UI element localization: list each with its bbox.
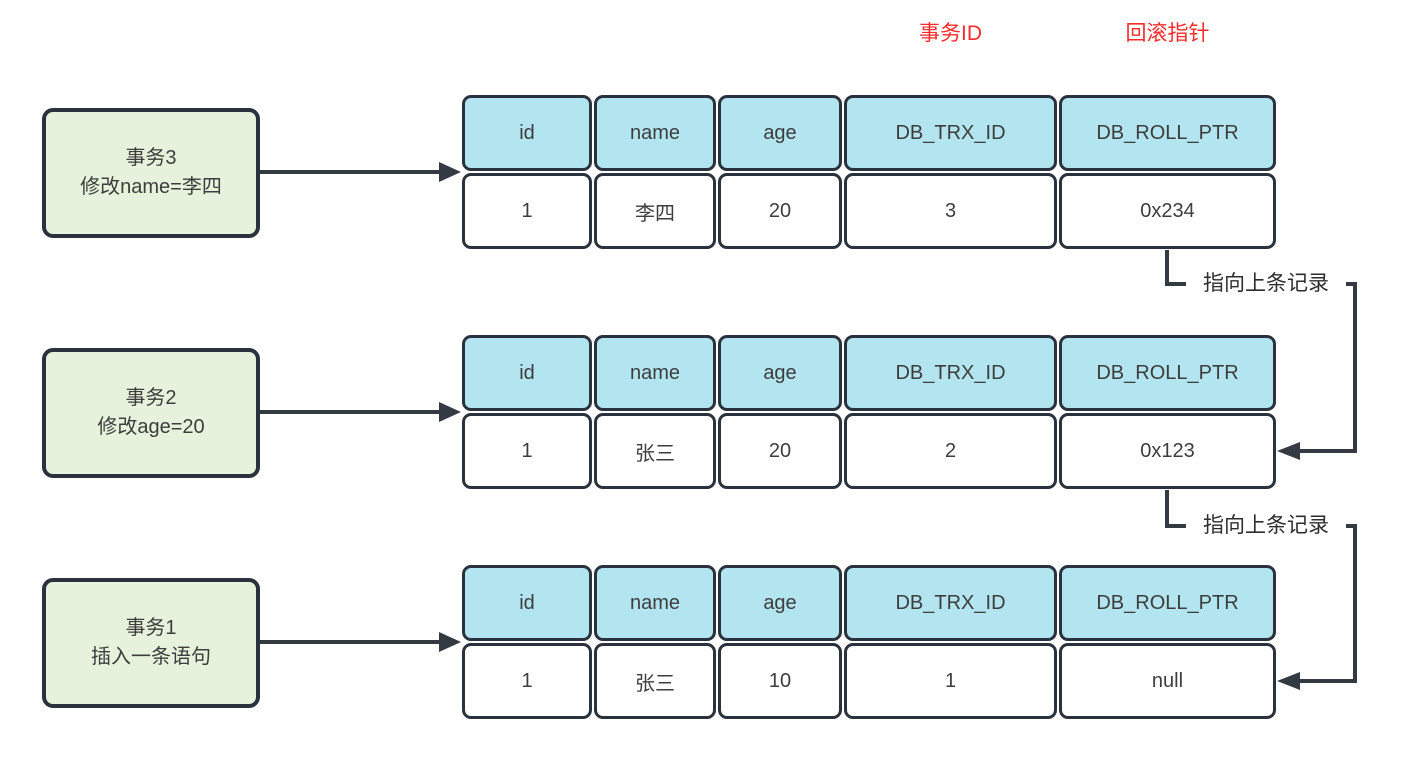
header-cell-db-roll-ptr: DB_ROLL_PTR	[1059, 335, 1276, 411]
header-cell-id: id	[462, 335, 592, 411]
table-header-row: id name age DB_TRX_ID DB_ROLL_PTR	[462, 565, 1276, 641]
roll-ptr-annotation: 回滚指针	[1125, 22, 1210, 45]
header-cell-age: age	[718, 335, 842, 411]
header-cell-db-trx-id: DB_TRX_ID	[844, 95, 1057, 171]
transaction-title: 事务2	[125, 387, 177, 409]
cell-name: 张三	[594, 643, 716, 719]
cell-name: 李四	[594, 173, 716, 249]
cell-age: 10	[718, 643, 842, 719]
cell-db-roll-ptr: 0x234	[1059, 173, 1276, 249]
pointer-label-2: 指向上条记录	[1186, 511, 1346, 541]
transaction-action: 修改name=李四	[80, 176, 222, 198]
arrowhead-chain-1	[1277, 442, 1300, 460]
table-data-row: 1 张三 20 2 0x123	[462, 413, 1276, 489]
header-cell-db-roll-ptr: DB_ROLL_PTR	[1059, 95, 1276, 171]
table-header-row: id name age DB_TRX_ID DB_ROLL_PTR	[462, 335, 1276, 411]
cell-db-trx-id: 3	[844, 173, 1057, 249]
header-cell-age: age	[718, 95, 842, 171]
cell-db-trx-id: 2	[844, 413, 1057, 489]
version-table-1: id name age DB_TRX_ID DB_ROLL_PTR 1 李四 2…	[462, 95, 1276, 249]
arrowhead-table3	[439, 632, 461, 652]
cell-db-trx-id: 1	[844, 643, 1057, 719]
header-cell-db-trx-id: DB_TRX_ID	[844, 565, 1057, 641]
cell-age: 20	[718, 413, 842, 489]
cell-age: 20	[718, 173, 842, 249]
header-cell-name: name	[594, 335, 716, 411]
cell-name: 张三	[594, 413, 716, 489]
header-cell-age: age	[718, 565, 842, 641]
transaction-action: 插入一条语句	[91, 646, 211, 668]
header-cell-id: id	[462, 565, 592, 641]
header-cell-name: name	[594, 565, 716, 641]
cell-id: 1	[462, 643, 592, 719]
rollptr-chain-1	[1165, 250, 1357, 453]
transaction-title: 事务1	[125, 617, 177, 639]
version-table-2: id name age DB_TRX_ID DB_ROLL_PTR 1 张三 2…	[462, 335, 1276, 489]
cell-db-roll-ptr: null	[1059, 643, 1276, 719]
transaction-box-3: 事务3 修改name=李四	[42, 108, 260, 238]
transaction-title: 事务3	[125, 147, 177, 169]
table-data-row: 1 张三 10 1 null	[462, 643, 1276, 719]
arrowhead-chain-2	[1277, 672, 1300, 690]
cell-id: 1	[462, 173, 592, 249]
transaction-box-1: 事务1 插入一条语句	[42, 578, 260, 708]
cell-id: 1	[462, 413, 592, 489]
table-data-row: 1 李四 20 3 0x234	[462, 173, 1276, 249]
header-cell-db-roll-ptr: DB_ROLL_PTR	[1059, 565, 1276, 641]
version-table-3: id name age DB_TRX_ID DB_ROLL_PTR 1 张三 1…	[462, 565, 1276, 719]
pointer-label-1: 指向上条记录	[1186, 269, 1346, 299]
transaction-action: 修改age=20	[97, 416, 205, 438]
table-header-row: id name age DB_TRX_ID DB_ROLL_PTR	[462, 95, 1276, 171]
header-cell-id: id	[462, 95, 592, 171]
cell-db-roll-ptr: 0x123	[1059, 413, 1276, 489]
arrowhead-table1	[439, 162, 461, 182]
arrowhead-table2	[439, 402, 461, 422]
rollptr-chain-2	[1165, 490, 1357, 683]
trx-id-annotation: 事务ID	[919, 22, 982, 45]
transaction-box-2: 事务2 修改age=20	[42, 348, 260, 478]
header-cell-db-trx-id: DB_TRX_ID	[844, 335, 1057, 411]
header-cell-name: name	[594, 95, 716, 171]
